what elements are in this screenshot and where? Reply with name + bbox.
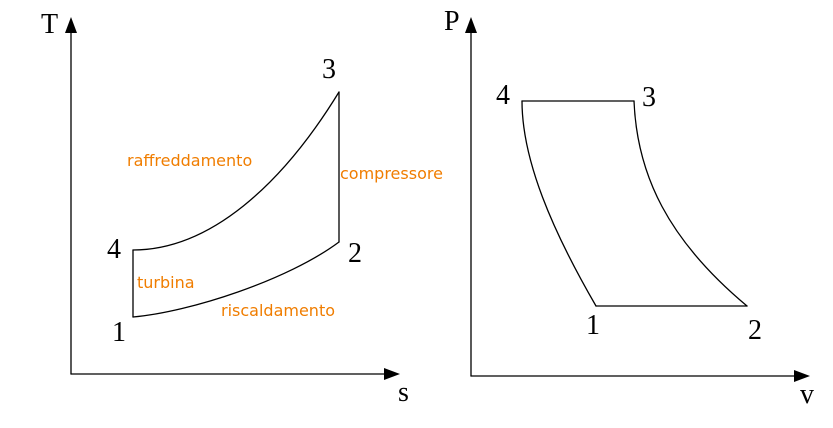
ts-cooling-curve <box>132 91 340 251</box>
pv-x-axis-arrow <box>794 370 810 382</box>
ts-label-turbine: turbina <box>137 273 195 292</box>
pv-point-1: 1 <box>586 310 600 341</box>
pv-point-4: 4 <box>496 80 510 111</box>
ts-label-heating: riscaldamento <box>221 301 335 320</box>
pv-diagram: P v 1 2 3 4 <box>444 6 814 410</box>
pv-x-axis-label: v <box>800 379 814 410</box>
ts-label-cooling: raffreddamento <box>127 151 252 170</box>
pv-left-curve <box>521 100 597 307</box>
pv-y-axis-arrow <box>465 17 477 33</box>
ts-heating-curve <box>132 241 340 318</box>
ts-x-axis-arrow <box>384 368 400 380</box>
pv-right-curve <box>633 100 748 307</box>
pv-point-2: 2 <box>748 315 762 346</box>
pv-point-3: 3 <box>642 82 656 113</box>
ts-y-axis-arrow <box>65 17 77 33</box>
ts-point-4: 4 <box>107 234 121 265</box>
ts-point-2: 2 <box>348 238 362 269</box>
ts-point-3: 3 <box>322 54 336 85</box>
ts-label-compressor: compressore <box>340 164 443 183</box>
ts-diagram: T s 1 2 3 4 compressore raffreddamento t… <box>41 9 443 408</box>
ts-point-1: 1 <box>112 317 126 348</box>
ts-y-axis-label: T <box>41 9 58 40</box>
ts-x-axis-label: s <box>398 377 409 408</box>
pv-y-axis-label: P <box>444 6 460 37</box>
